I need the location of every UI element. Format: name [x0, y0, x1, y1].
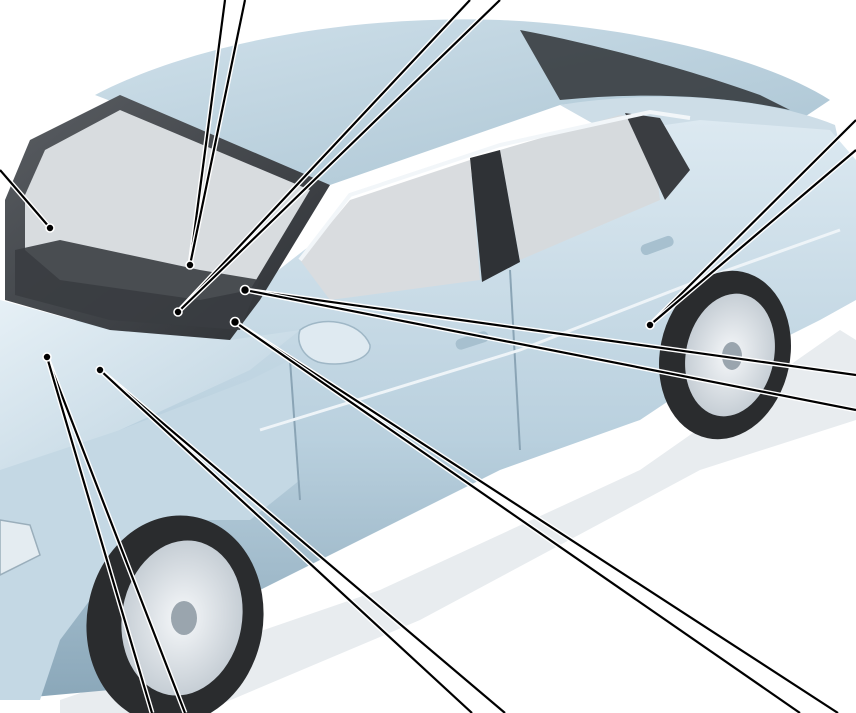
callout-6-dot	[646, 321, 654, 329]
callout-7-dot	[241, 286, 250, 295]
callout-9-dot	[96, 366, 104, 374]
callout-2-dot	[186, 261, 194, 269]
callout-8-dot	[231, 318, 240, 327]
callout-1-dot	[46, 224, 54, 232]
callout-4-dot	[174, 308, 182, 316]
callout-10-dot	[43, 353, 51, 361]
front-hub	[171, 601, 197, 635]
